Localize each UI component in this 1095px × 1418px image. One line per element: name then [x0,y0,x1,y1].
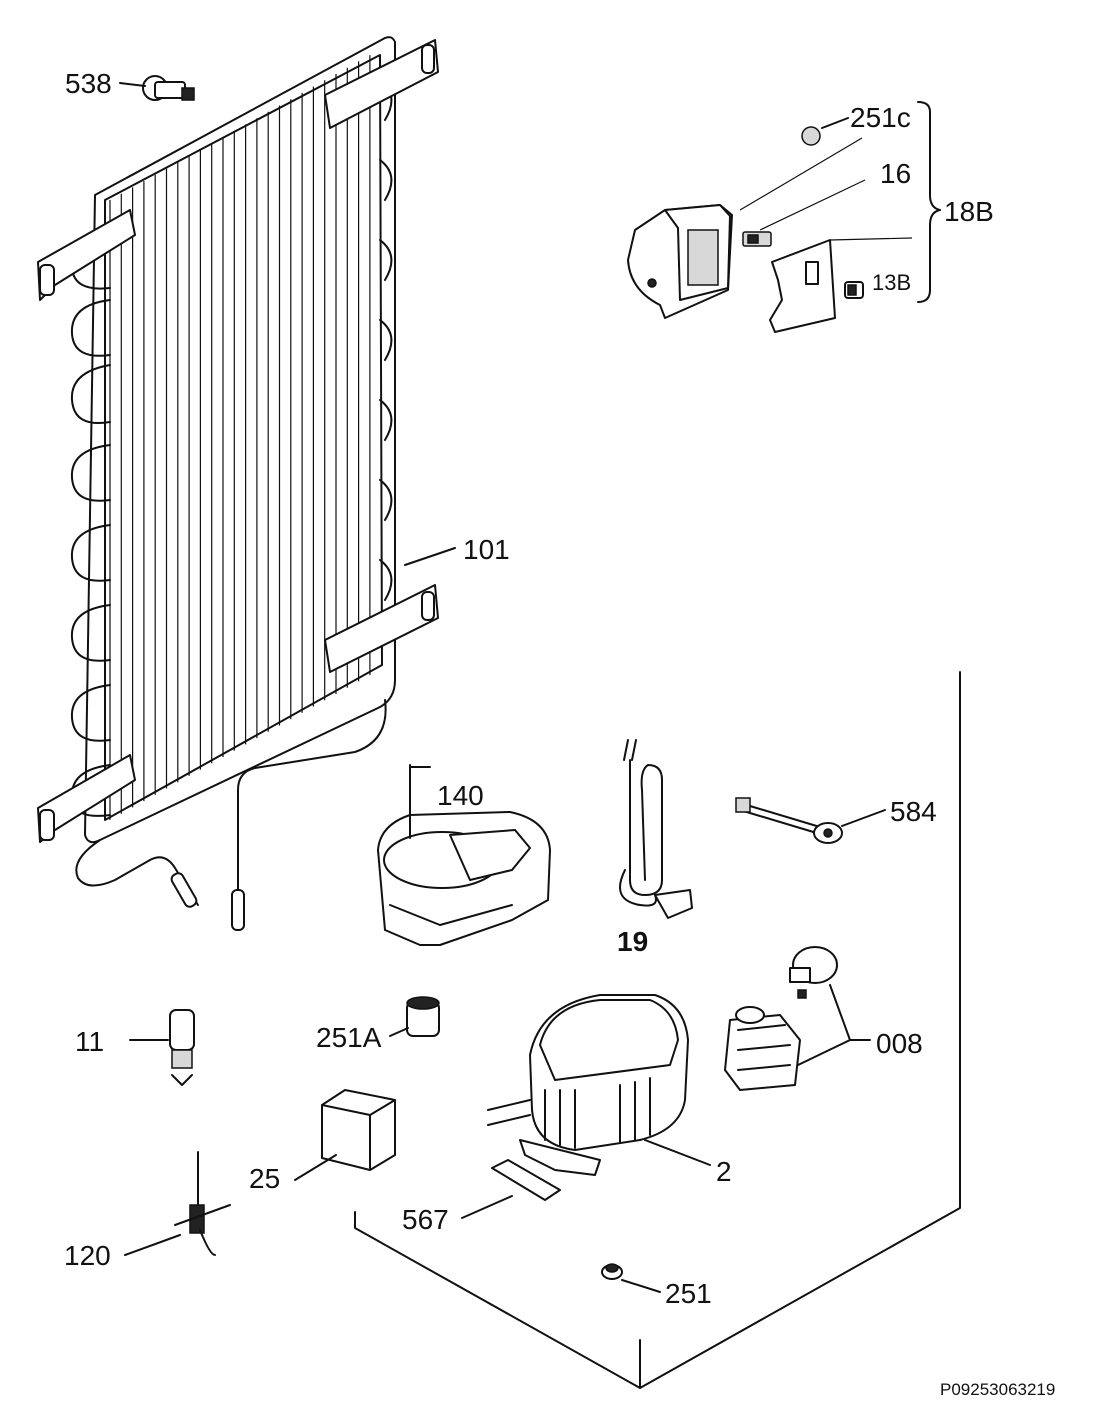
label-120: 120 [64,1240,111,1271]
label-18b: 18B [944,196,994,227]
label-140: 140 [437,780,484,811]
sensor-584 [735,797,886,844]
label-13b: 13B [872,270,912,295]
relay-008 [724,946,871,1091]
label-25: 25 [249,1163,281,1194]
power-cord-19 [619,739,693,919]
label-16: 16 [880,158,912,189]
label-251c: 251c [850,102,911,133]
label-2: 2 [716,1156,732,1187]
clip-538 [119,75,195,101]
grommet-251 [601,1263,661,1293]
pad-567 [461,1159,561,1219]
label-251: 251 [665,1278,712,1309]
label-11: 11 [75,1026,105,1057]
sensor-120 [124,1151,231,1256]
label-538: 538 [65,68,112,99]
label-101: 101 [463,534,510,565]
compressor-2 [487,994,711,1176]
leader-101 [404,547,456,566]
grommet-251a [389,996,440,1037]
condenser-coil [37,36,439,931]
label-584: 584 [890,796,937,827]
filter-dryer-11 [129,1009,195,1086]
drawing-code: P09253063219 [940,1380,1056,1399]
thermostat-housing-group [627,101,941,333]
capacitor-25 [294,1089,396,1181]
cabinet-outline [354,671,961,1389]
label-008: 008 [876,1028,923,1059]
label-19: 19 [617,926,649,957]
label-567: 567 [402,1204,449,1235]
drip-tray-140 [377,764,551,946]
label-251a: 251A [316,1022,382,1053]
